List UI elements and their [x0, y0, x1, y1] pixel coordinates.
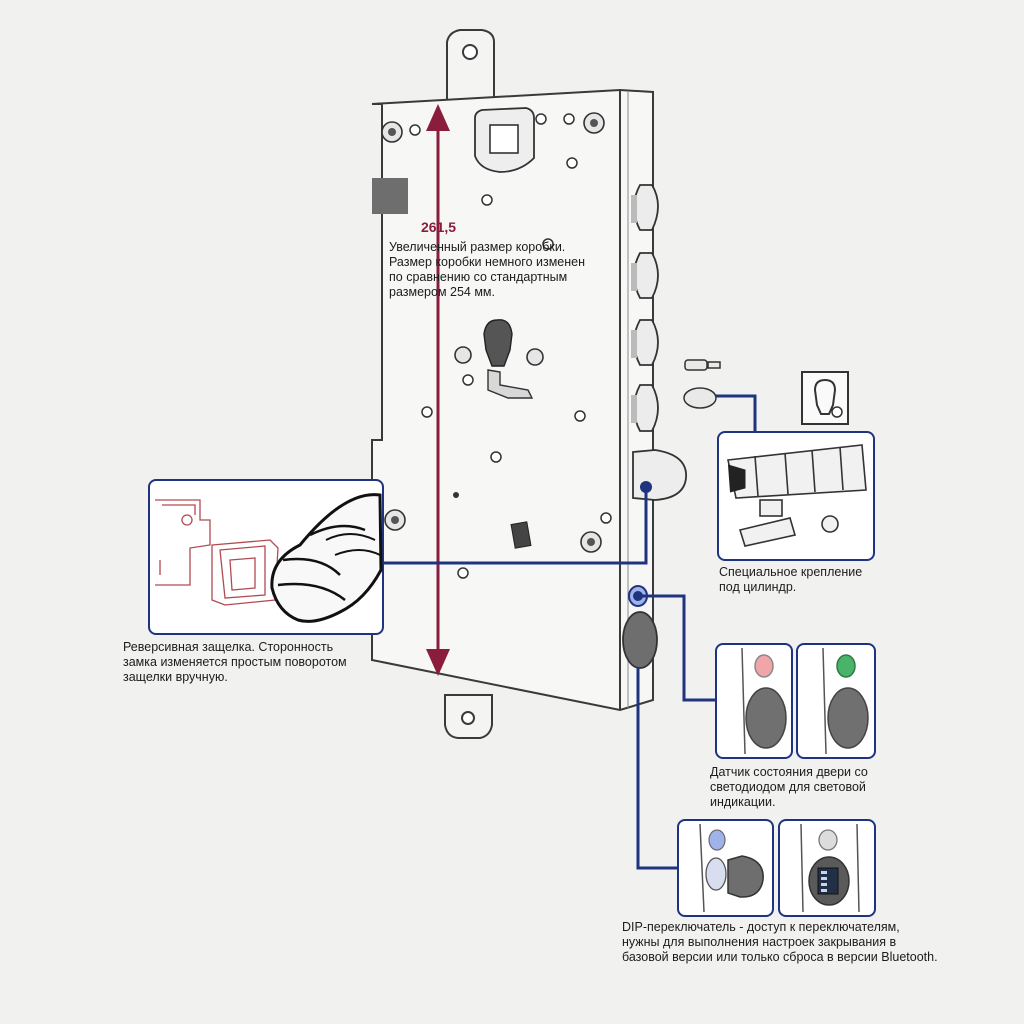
door-sensor-line: индикации.: [710, 795, 776, 809]
reversible-latch-line: защелки вручную.: [123, 670, 228, 684]
cylinder-mount-line: Специальное крепление: [719, 565, 863, 579]
bottom-mounting-plate: [444, 694, 493, 739]
top-mounting-plate: [446, 29, 495, 101]
dimension-value: 261,5: [421, 219, 457, 235]
box-size-label: Увеличенный размер коробки. Размер короб…: [389, 240, 585, 300]
dip-switch-panel-side: [677, 819, 774, 917]
door-sensor-panel-red: [715, 643, 793, 759]
sensor-body: [622, 611, 658, 669]
sensor-callout-dot: [633, 591, 643, 601]
reversible-latch-label: Реверсивная защелка. Сторонность замка и…: [123, 640, 347, 685]
door-sensor-label: Датчик состояния двери со светодиодом дл…: [710, 765, 868, 810]
cylinder-mount-line: под цилиндр.: [719, 580, 797, 594]
cylinder-detail-panel: [717, 431, 875, 561]
cylinder-mount-label: Специальное крепление под цилиндр.: [719, 565, 862, 595]
door-sensor-panel-green: [796, 643, 876, 759]
callout-lines: [384, 394, 757, 870]
box-size-line: размером 254 мм.: [389, 285, 495, 299]
lock-box: [371, 88, 654, 712]
box-tab: [372, 178, 408, 214]
door-sensor-line: Датчик состояния двери со: [710, 765, 868, 779]
reversible-latch-line: Реверсивная защелка. Сторонность: [123, 640, 334, 654]
bolts: [631, 184, 659, 432]
dip-switch-line: нужны для выполнения настроек закрывания…: [622, 935, 897, 949]
door-sensor-line: светодиодом для световой: [710, 780, 866, 794]
cylinder-profile-icon: [801, 371, 849, 425]
box-size-line: по сравнению со стандартным: [389, 270, 568, 284]
latch-detail-panel: [148, 479, 384, 635]
box-size-line: Увеличенный размер коробки.: [389, 240, 566, 254]
dip-switch-panel-front: [778, 819, 876, 917]
latch-callout-dot: [640, 481, 652, 493]
cylinder-screw: [683, 359, 721, 409]
dip-switch-line: DIP-переключатель - доступ к переключате…: [622, 920, 900, 934]
latch: [632, 449, 687, 501]
box-size-line: Размер коробки немного изменен: [389, 255, 586, 269]
reversible-latch-line: замка изменяется простым поворотом: [123, 655, 347, 669]
dip-switch-label: DIP-переключатель - доступ к переключате…: [622, 920, 938, 965]
dip-switch-line: базовой версии или только сброса в верси…: [622, 950, 938, 964]
